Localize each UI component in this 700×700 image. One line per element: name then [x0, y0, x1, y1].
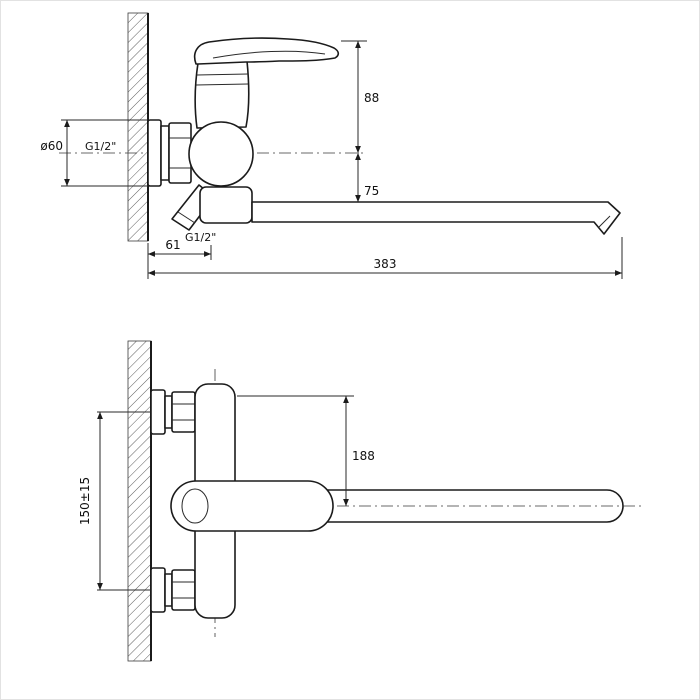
handle-tip-contour [181, 488, 209, 524]
label-inlet-thread: G1/2" [85, 140, 116, 153]
label-spout-drop: 75 [364, 184, 379, 198]
label-shower-thread: G1/2" [185, 231, 216, 244]
mounting-nut [168, 122, 192, 184]
spout-aerator [598, 215, 611, 228]
wall-hatch [127, 12, 149, 242]
dimension-75: 75 [355, 152, 379, 203]
label-flange-diameter: ø60 [40, 139, 63, 153]
dimension-150: 150±15 [78, 411, 103, 591]
cartridge-housing [194, 60, 250, 129]
wall-section-front [127, 340, 152, 662]
label-inlet-centers: 150±15 [78, 477, 92, 525]
dimension-dia60: ø60 [40, 119, 148, 187]
label-spout-reach: 383 [374, 257, 397, 271]
washer [164, 573, 173, 607]
washer [164, 395, 173, 429]
flange [150, 389, 166, 435]
spout-mount [199, 186, 253, 224]
label-body-span: 188 [352, 449, 375, 463]
side-view: ø60 G1/2" 88 75 G1/2" 61 383 [40, 12, 623, 279]
nut-body [171, 391, 196, 433]
label-wall-to-axis: 61 [165, 238, 180, 252]
wall-hatch [127, 340, 152, 662]
body-sphere [188, 121, 254, 187]
lever-blade [193, 37, 340, 65]
dimension-188: 188 [237, 395, 375, 507]
spout-tube [251, 201, 621, 235]
dimension-61: 61 [147, 238, 212, 279]
bottom-inlet-connector [150, 567, 196, 613]
top-inlet-connector [150, 389, 196, 435]
washer [160, 125, 170, 181]
flange [150, 567, 166, 613]
housing-seam [196, 73, 249, 76]
faucet-body [194, 60, 250, 129]
spout-side [251, 201, 621, 235]
shower-outlet-collar [177, 211, 196, 224]
nut-body [171, 569, 196, 611]
dimension-88: 88 [341, 40, 379, 154]
handle-front [170, 480, 334, 532]
wall-section [127, 12, 149, 242]
front-view: 150±15 188 [78, 340, 641, 662]
housing-seam [195, 83, 249, 86]
handle-lever [193, 37, 340, 65]
escutcheon [147, 119, 162, 187]
handle-pill [170, 480, 334, 532]
label-handle-height: 88 [364, 91, 379, 105]
dimension-383: 383 [147, 237, 623, 279]
wall-flange [147, 119, 170, 187]
nut-body [168, 122, 192, 184]
lever-crease [212, 50, 326, 59]
